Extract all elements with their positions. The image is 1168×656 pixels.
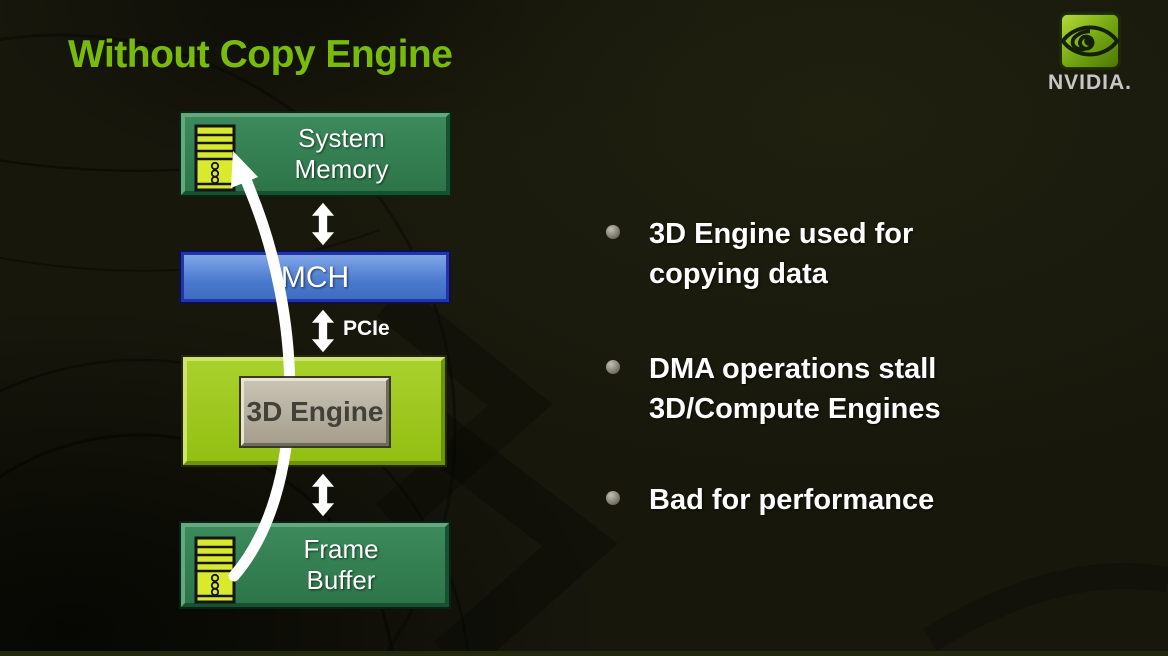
bullet-dot-icon [606, 225, 620, 239]
bullet-text-line: Bad for performance [649, 484, 935, 516]
bullet-item: 3D Engine used for copying data [606, 214, 989, 294]
block-label: 3D Engine [246, 396, 384, 427]
memory-module-icon [194, 124, 236, 192]
block-label-line: Buffer [306, 565, 376, 595]
bottom-edge-line [0, 651, 1168, 656]
bullet-text-line: copying data [649, 258, 828, 290]
pcie-label: PCIe [343, 317, 390, 340]
block-label-line: Frame [303, 534, 379, 564]
engine-inner-box: 3D Engine [241, 378, 389, 446]
bullet-text: DMA operations stall 3D/Compute Engines [649, 349, 989, 429]
block-system-memory: System Memory [181, 113, 450, 195]
block-mch: MCH [181, 252, 449, 302]
bullet-text-line: 3D Engine used for [649, 218, 914, 250]
updown-arrow-icon [311, 309, 335, 353]
block-label: Frame Buffer [237, 527, 445, 603]
block-label: MCH [280, 260, 350, 294]
block-label: System Memory [237, 117, 446, 191]
nvidia-eye-icon [1059, 12, 1121, 70]
updown-arrow-icon [311, 473, 335, 517]
block-3d-engine [183, 357, 445, 465]
bullet-text-line: 3D/Compute Engines [649, 393, 941, 425]
bullet-text-line: DMA operations stall [649, 353, 937, 385]
bullet-item: Bad for performance [606, 480, 989, 520]
block-label-line: System [298, 123, 385, 153]
nvidia-logo: NVIDIA. [1030, 12, 1150, 95]
memory-module-icon [194, 536, 236, 604]
bullet-dot-icon [606, 491, 620, 505]
bullet-dot-icon [606, 360, 620, 374]
slide-title: Without Copy Engine [68, 33, 453, 76]
updown-arrow-icon [311, 202, 335, 246]
block-frame-buffer: Frame Buffer [181, 523, 449, 607]
bullet-text: Bad for performance [649, 480, 989, 520]
nvidia-wordmark: NVIDIA. [1047, 71, 1132, 94]
bullet-item: DMA operations stall 3D/Compute Engines [606, 349, 989, 429]
block-label-line: Memory [294, 154, 389, 184]
bullet-text: 3D Engine used for copying data [649, 214, 989, 294]
